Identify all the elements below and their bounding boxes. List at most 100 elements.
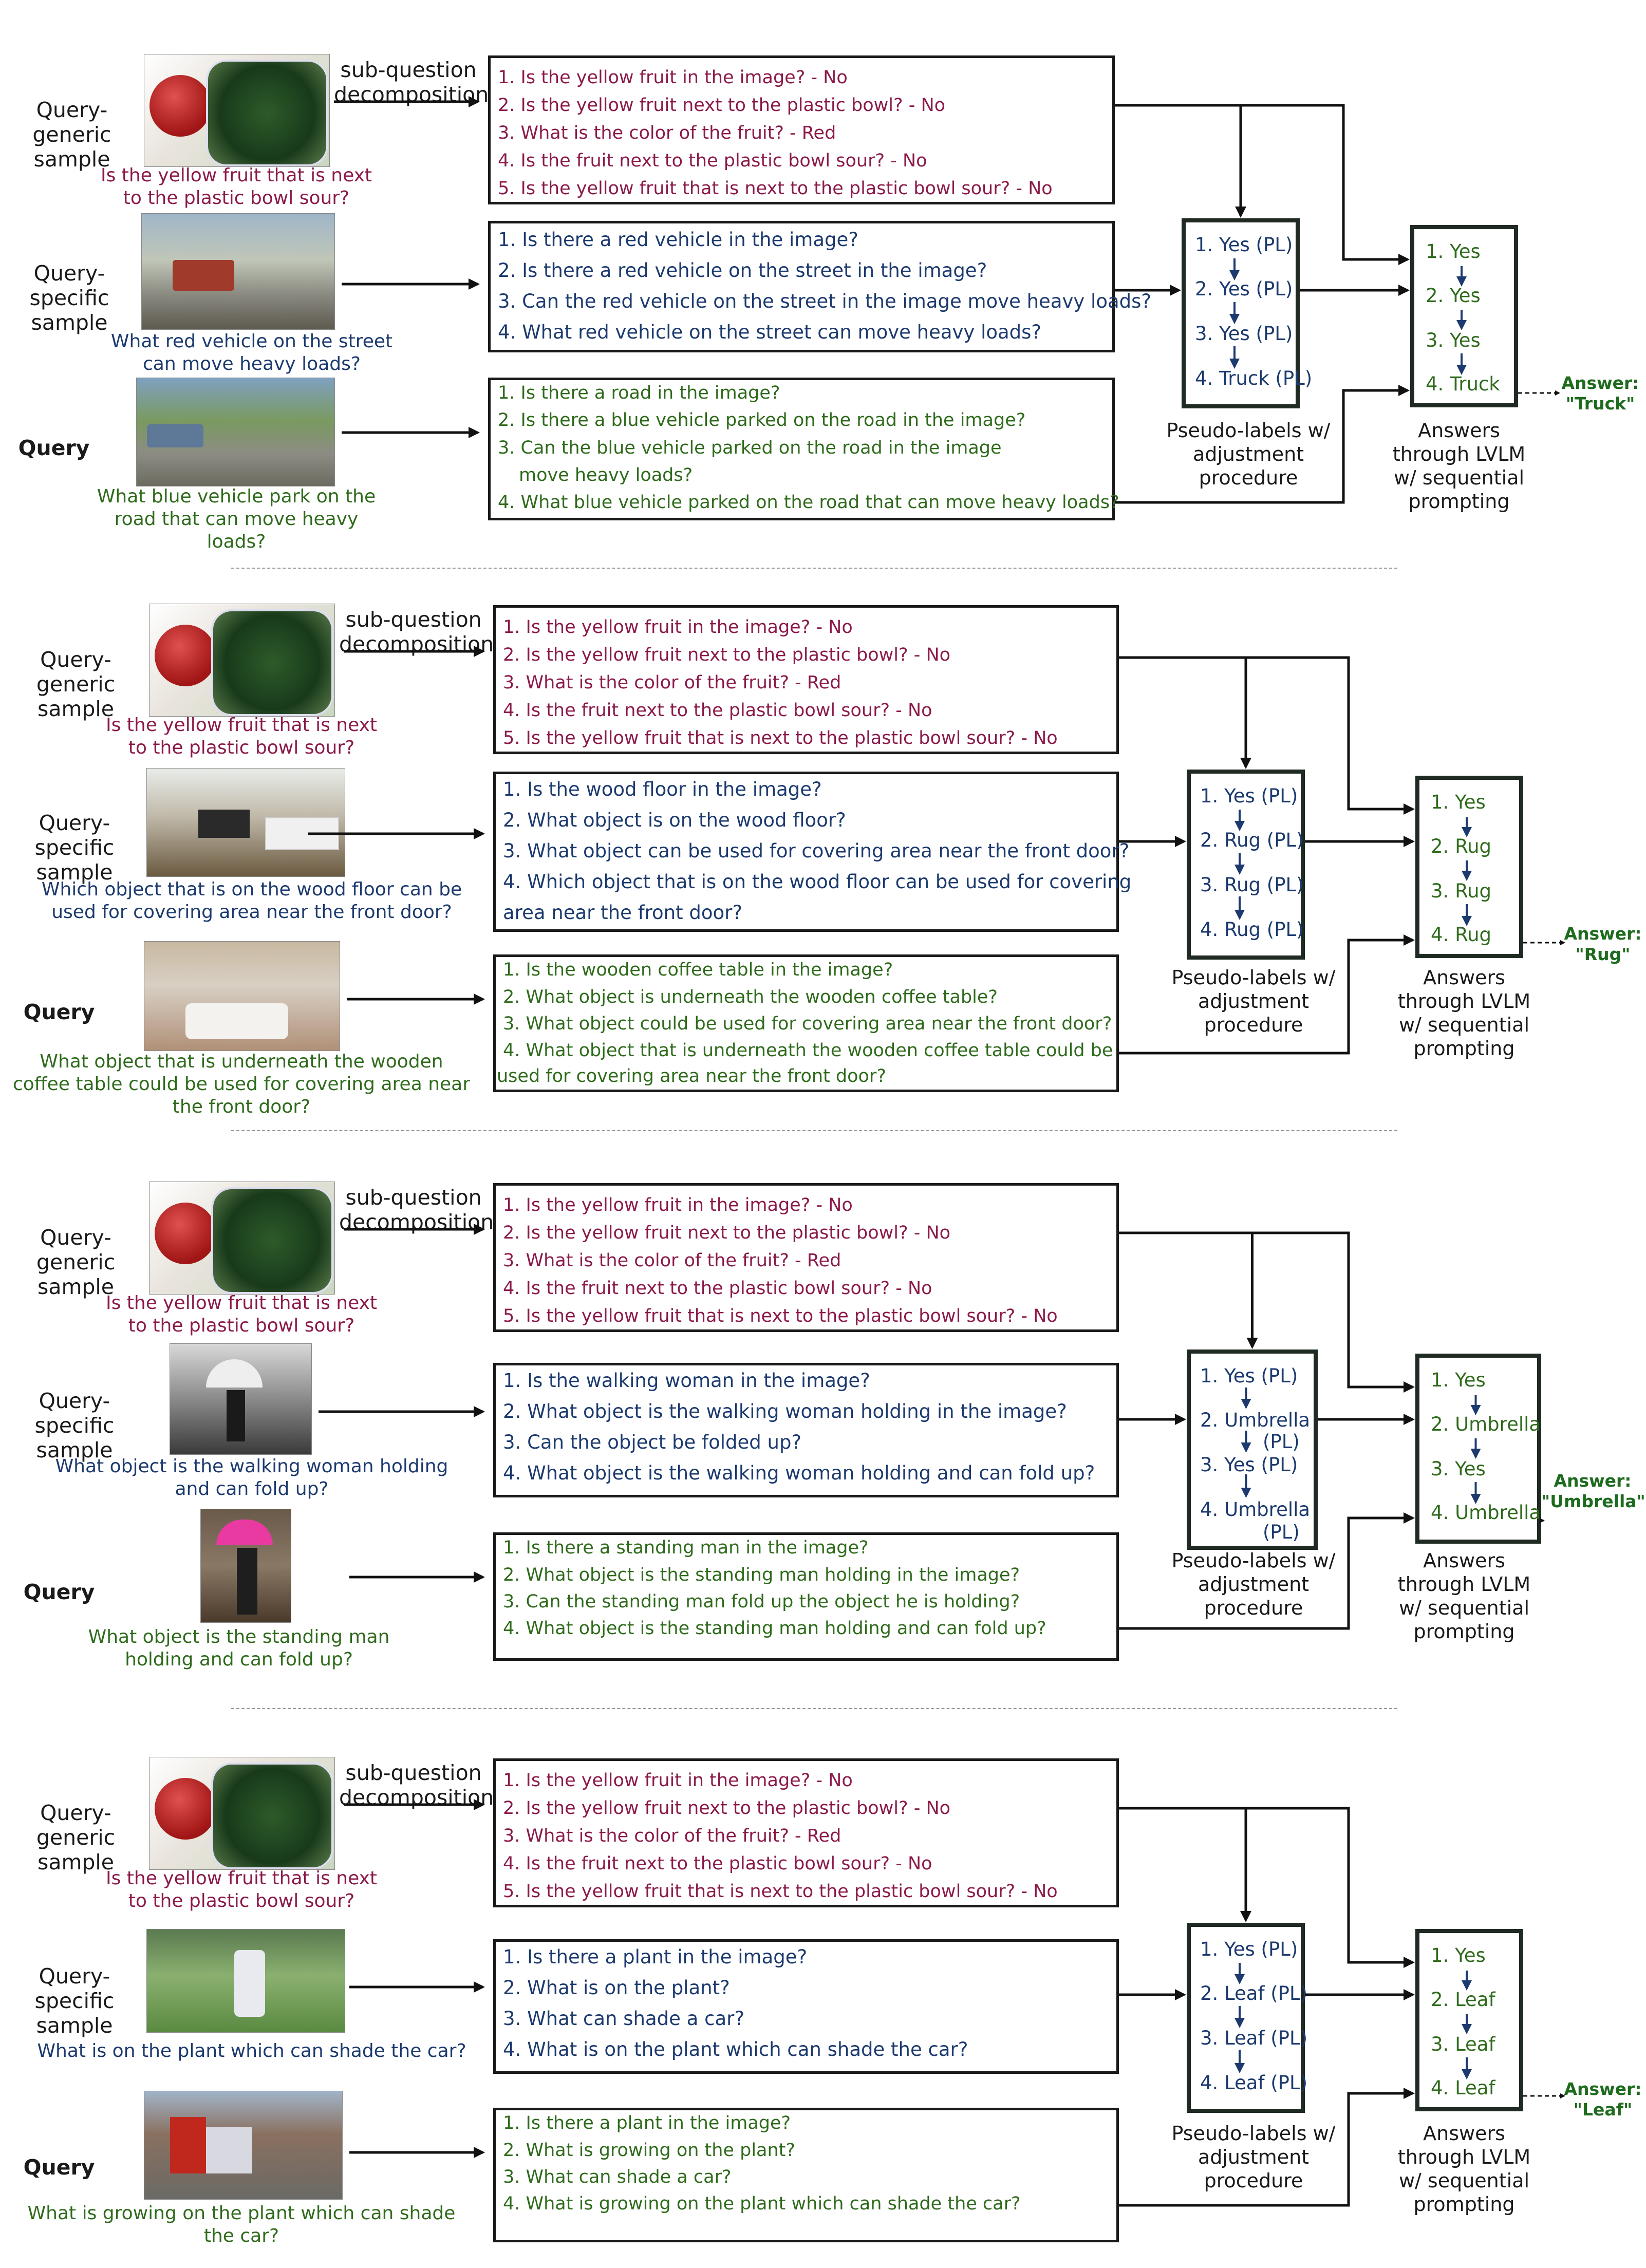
panel-2: Query-generic sample Is the yellow fruit… [0, 550, 1646, 1117]
answers-caption: Answers through LVLM w/ sequential promp… [1397, 1549, 1531, 1643]
query-caption: What object that is underneath the woode… [12, 1051, 471, 1117]
separator-2 [231, 1130, 1397, 1131]
query-specific-label: Query-specific sample [34, 811, 115, 885]
query-q-3b: move heavy loads? [519, 465, 693, 485]
specific-q-4b: area near the front door? [503, 902, 743, 924]
pl-4: 4. Rug (PL) [1200, 919, 1304, 941]
final-answer-label: Answer: [1564, 924, 1642, 944]
person-shape [234, 1950, 265, 2017]
specific-q-2: 2. What object is on the wood floor? [503, 809, 846, 831]
pseudo-label-box: 1. Yes (PL) 2. Rug (PL) 3. Rug (PL) 4. R… [1187, 770, 1305, 960]
answers-caption: Answers through LVLM w/ sequential promp… [1397, 966, 1531, 1060]
pseudo-label-box: 1. Yes (PL) 2. Umbrella (PL) 3. Yes (PL)… [1187, 1349, 1318, 1550]
pl-2: 2. Leaf (PL) [1200, 1982, 1308, 2004]
query-generic-label: Query-generic sample [36, 1225, 116, 1299]
query-specific-label: Query-specific sample [29, 261, 109, 335]
blue-vehicle-shape [147, 424, 203, 447]
query-q-3: 3. Can the standing man fold up the obje… [503, 1591, 1020, 1612]
query-q-1: 1. Is there a road in the image? [498, 383, 780, 403]
query-q-4: 4. What blue vehicle parked on the road … [498, 492, 1119, 513]
specific-questions-box: 1. Is there a red vehicle in the image? … [488, 221, 1151, 352]
query-q-2: 2. What object is the standing man holdi… [503, 1565, 1020, 1585]
query-q-3: 3. What object could be used for coverin… [503, 1014, 1112, 1034]
generic-q-5: 5. Is the yellow fruit that is next to t… [503, 1306, 1058, 1326]
generic-q-2: 2. Is the yellow fruit next to the plast… [503, 1223, 951, 1243]
bed-shape [265, 817, 339, 850]
final-answer-value: "Umbrella" [1541, 1491, 1645, 1511]
ans-2: 2. Rug [1431, 835, 1492, 857]
ans-4: 4. Umbrella [1431, 1502, 1541, 1524]
query-q-4b: used for covering area near the front do… [497, 1066, 886, 1086]
query-caption: What is growing on the plant which can s… [27, 2203, 456, 2246]
generic-q-5: 5. Is the yellow fruit that is next to t… [503, 1881, 1058, 1902]
query-q-4: 4. What is growing on the plant which ca… [503, 2194, 1021, 2214]
specific-q-3: 3. What can shade a car? [503, 2008, 744, 2030]
apple-shape [155, 625, 216, 686]
generic-q-3: 3. What is the color of the fruit? - Red [503, 1826, 841, 1846]
query-image [144, 2091, 343, 2200]
red-bus-shape [170, 2117, 206, 2173]
woman-shape [227, 1390, 245, 1441]
umbrella-shape [206, 1359, 263, 1388]
query-generic-label: Query-generic sample [36, 1801, 116, 1875]
query-q-1: 1. Is the wooden coffee table in the ima… [503, 960, 893, 980]
specific-q-4: 4. Which object that is on the wood floo… [503, 871, 1132, 893]
generic-caption: Is the yellow fruit that is next to the … [100, 165, 372, 209]
generic-caption: Is the yellow fruit that is next to the … [105, 1292, 378, 1336]
pl-4: 4. Umbrella [1200, 1498, 1311, 1521]
generic-caption: Is the yellow fruit that is next to the … [105, 715, 378, 758]
pl-4: 4. Leaf (PL) [1200, 2072, 1308, 2094]
panel-4: Query-generic sample Is the yellow fruit… [0, 1703, 1646, 2268]
generic-q-3: 3. What is the color of the fruit? - Red [503, 1250, 841, 1271]
pseudo-label-box: 1. Yes (PL) 2. Leaf (PL) 3. Leaf (PL) 4.… [1187, 1923, 1308, 2113]
final-answer-label: Answer: [1564, 2079, 1642, 2099]
ans-4: 4. Leaf [1431, 2077, 1495, 2099]
salad-bowl-shape [206, 60, 328, 166]
generic-questions-box: 1. Is the yellow fruit in the image? - N… [488, 55, 1115, 204]
pl-2: 2. Rug (PL) [1200, 829, 1304, 851]
generic-q-4: 4. Is the fruit next to the plastic bowl… [503, 1278, 932, 1299]
ans-1: 1. Yes [1431, 1369, 1486, 1391]
answers-box: 1. Yes 2. Rug 3. Rug 4. Rug [1415, 776, 1523, 958]
generic-q-1: 1. Is the yellow fruit in the image? - N… [503, 1770, 853, 1791]
query-label: Query [23, 2155, 95, 2180]
query-q-4: 4. What object is the standing man holdi… [503, 1618, 1046, 1639]
ans-3: 3. Rug [1431, 880, 1492, 902]
separator-3 [231, 1708, 1397, 1709]
generic-q-4: 4. Is the fruit next to the plastic bowl… [498, 151, 927, 171]
ans-3: 3. Yes [1431, 1458, 1486, 1480]
pl-1: 1. Yes (PL) [1200, 785, 1298, 807]
specific-image [170, 1343, 312, 1455]
salad-bowl-shape [211, 1763, 333, 1869]
generic-q-1: 1. Is the yellow fruit in the image? - N… [498, 67, 848, 88]
query-label: Query [18, 436, 90, 460]
specific-q-2: 2. What is on the plant? [503, 1977, 730, 1999]
generic-q-2: 2. Is the yellow fruit next to the plast… [503, 1798, 951, 1819]
answers-box: 1. Yes 2. Leaf 3. Leaf 4. Leaf [1415, 1929, 1523, 2111]
ans-3: 3. Yes [1426, 329, 1481, 351]
generic-questions-box: 1. Is the yellow fruit in the image? - N… [493, 1183, 1119, 1332]
decomposition-label: sub-question decomposition [339, 1185, 494, 1234]
query-questions-box: 1. Is the wooden coffee table in the ima… [493, 954, 1119, 1092]
query-questions-box: 1. Is there a road in the image? 2. Is t… [488, 378, 1119, 520]
specific-q-3: 3. What object can be used for covering … [503, 840, 1130, 862]
apple-shape [155, 1778, 216, 1840]
specific-q-1: 1. Is there a red vehicle in the image? [498, 229, 858, 251]
specific-q-1: 1. Is there a plant in the image? [503, 1946, 808, 1968]
query-specific-label: Query-specific sample [34, 1389, 115, 1463]
query-caption: What object is the standing man holding … [88, 1626, 390, 1670]
man-shape [237, 1548, 257, 1615]
pl-1: 1. Yes (PL) [1200, 1365, 1298, 1387]
answers-box: 1. Yes 2. Umbrella 3. Yes 4. Umbrella [1415, 1354, 1541, 1544]
pl-1: 1. Yes (PL) [1195, 234, 1293, 256]
query-q-4: 4. What object that is underneath the wo… [503, 1040, 1113, 1061]
specific-q-1: 1. Is the walking woman in the image? [503, 1370, 870, 1392]
generic-caption: Is the yellow fruit that is next to the … [105, 1868, 378, 1911]
generic-q-3: 3. What is the color of the fruit? - Red [503, 672, 841, 693]
query-questions-box: 1. Is there a standing man in the image?… [493, 1532, 1119, 1661]
generic-q-2: 2. Is the yellow fruit next to the plast… [498, 95, 946, 116]
pseudo-labels-caption: Pseudo-labels w/ adjustment procedure [1171, 966, 1336, 1036]
specific-q-1: 1. Is the wood floor in the image? [503, 778, 822, 800]
pl-3: 3. Rug (PL) [1200, 874, 1304, 896]
pl-2b: (PL) [1263, 1431, 1300, 1453]
